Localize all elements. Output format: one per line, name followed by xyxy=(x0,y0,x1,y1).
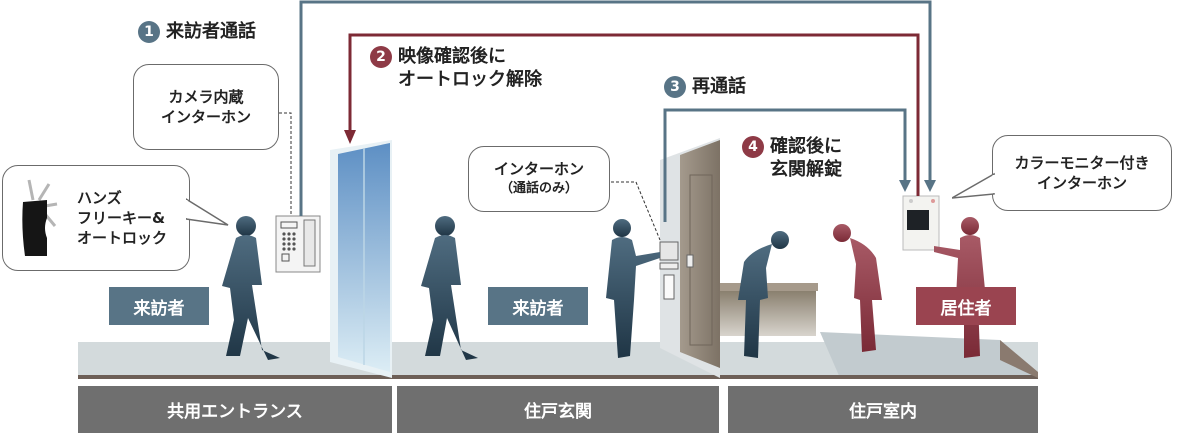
glass-auto-door xyxy=(330,140,392,378)
callout-line: フリーキー& xyxy=(77,209,166,227)
step-text: 来訪者通話 xyxy=(166,21,256,42)
step-4-label: 4 確認後に 玄関解錠 xyxy=(742,135,842,181)
floor xyxy=(78,332,1038,379)
zone-common-entrance: 共用エントランス xyxy=(78,386,392,433)
step-text: 再通話 xyxy=(692,76,746,97)
callout-door-intercom: インターホン （通話のみ） xyxy=(468,146,610,212)
callout-line: カメラ内蔵 xyxy=(168,88,244,106)
step-number-badge: 4 xyxy=(742,136,764,158)
zone-unit-interior: 住戸室内 xyxy=(728,386,1038,433)
step-number-badge: 1 xyxy=(138,21,160,43)
handsfree-key-fob-icon xyxy=(22,179,58,256)
arrow-head-2 xyxy=(344,130,356,144)
callout-line: ハンズ xyxy=(77,189,122,207)
callout-leader-lines xyxy=(279,112,661,241)
bubble-tail-color-monitor xyxy=(952,172,996,199)
shoe-cabinet xyxy=(720,283,818,336)
arrow-head-1 xyxy=(924,180,936,192)
callout-camera-intercom: カメラ内蔵 インターホン xyxy=(133,64,279,150)
visitor-figure-bowing xyxy=(738,231,789,358)
role-tag-resident: 居住者 xyxy=(916,287,1016,325)
zone-unit-entrance: 住戸玄関 xyxy=(397,386,719,433)
step-1-label: 1 来訪者通話 xyxy=(138,20,256,43)
entrance-intercom-panel xyxy=(275,215,321,273)
step-3-label: 3 再通話 xyxy=(664,75,746,98)
color-monitor-device xyxy=(902,195,940,251)
visitor-figure-walking-2 xyxy=(421,216,478,360)
visitor-figure-at-door xyxy=(606,219,660,358)
flow-line-2 xyxy=(348,33,920,196)
bubble-tail-handsfree xyxy=(186,198,229,226)
visitor-figure-walking-1 xyxy=(222,216,280,360)
step-text-line2: オートロック解除 xyxy=(398,69,542,90)
role-tag-visitor-door: 来訪者 xyxy=(488,287,588,325)
step-2-label: 2 映像確認後に オートロック解除 xyxy=(370,45,542,91)
callout-line: カラーモニター付き xyxy=(1014,154,1150,172)
callout-handsfree-key: ハンズ フリーキー& オートロック xyxy=(2,165,190,271)
callout-color-monitor: カラーモニター付き インターホン xyxy=(992,135,1172,211)
flow-line-3 xyxy=(663,108,907,222)
role-tag-visitor-entrance: 来訪者 xyxy=(109,287,209,325)
step-text-line1: 確認後に xyxy=(770,136,842,157)
step-text-line2: 玄関解錠 xyxy=(770,159,842,180)
unit-front-door xyxy=(659,138,720,378)
callout-line: インターホン xyxy=(493,160,584,178)
callout-line: オートロック xyxy=(77,229,168,247)
flow-line-1 xyxy=(299,0,932,216)
callout-line: インターホン xyxy=(1036,174,1127,192)
callout-line: （通話のみ） xyxy=(499,181,578,196)
resident-figure-bowing xyxy=(833,224,882,352)
step-number-badge: 2 xyxy=(370,46,392,68)
step-text-line1: 映像確認後に xyxy=(398,46,506,67)
step-number-badge: 3 xyxy=(664,76,686,98)
arrow-head-3 xyxy=(899,180,911,192)
callout-line: インターホン xyxy=(160,108,251,126)
